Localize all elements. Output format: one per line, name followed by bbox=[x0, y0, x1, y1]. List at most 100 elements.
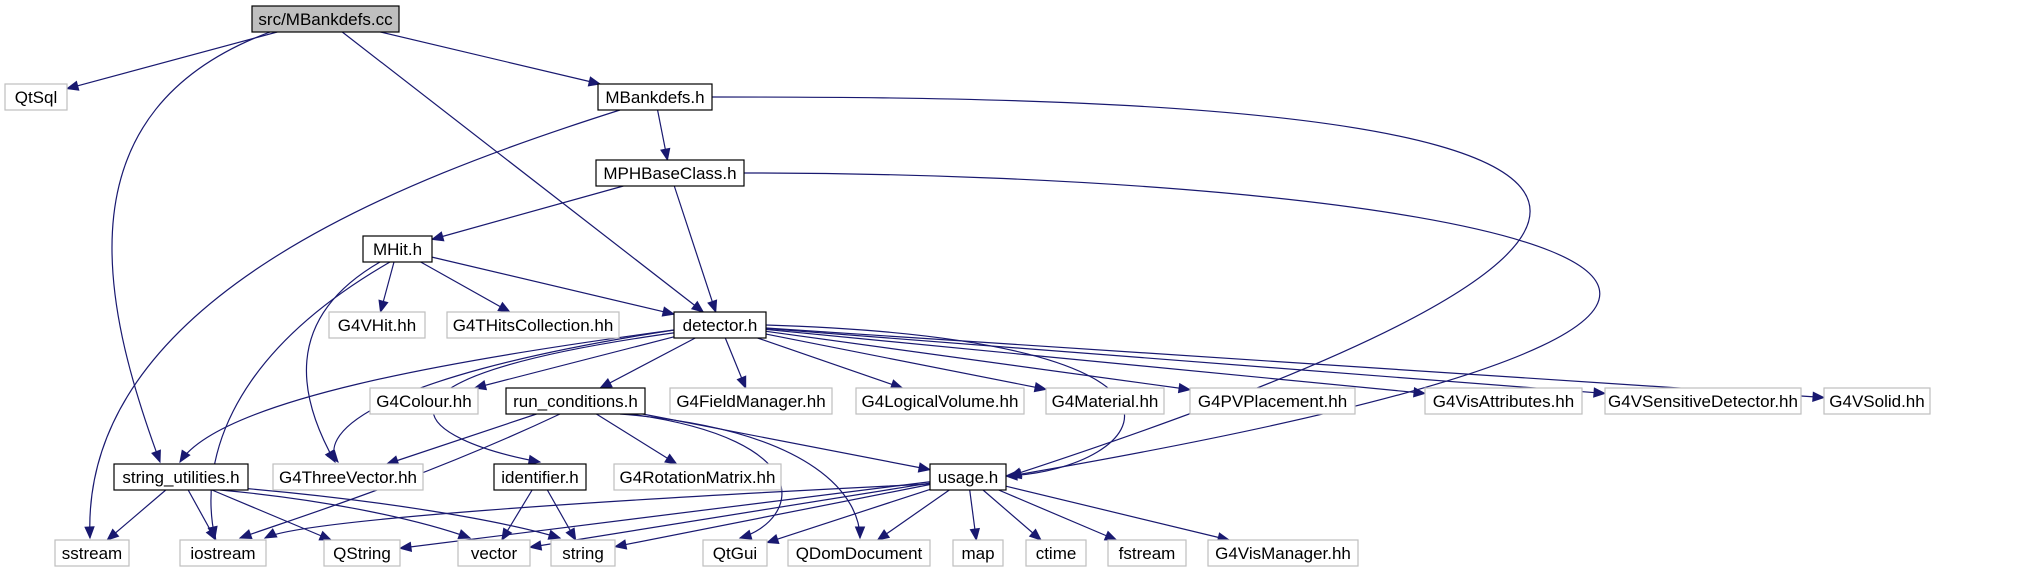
node-identifier_h[interactable]: identifier.h bbox=[493, 463, 587, 491]
edge-arrowhead bbox=[263, 528, 278, 539]
edge-arrowhead bbox=[457, 529, 472, 540]
node-box bbox=[505, 387, 646, 415]
edge-string_utilities_h-to-string bbox=[239, 487, 562, 540]
edge-line bbox=[420, 261, 511, 313]
node-label: identifier.h bbox=[501, 468, 579, 487]
edge-mphbaseclass_h-to-usage_h bbox=[743, 172, 1601, 480]
node-label: iostream bbox=[190, 544, 255, 563]
node-src_mbankdefs_cc[interactable]: src/MBankdefs.cc bbox=[251, 5, 400, 33]
node-box bbox=[54, 539, 130, 567]
node-label: G4VisManager.hh bbox=[1215, 544, 1351, 563]
edge-identifier_h-to-vector bbox=[501, 489, 533, 542]
edge-arrowhead bbox=[1004, 470, 1018, 481]
edge-line bbox=[765, 327, 1606, 395]
node-mhit_h[interactable]: MHit.h bbox=[362, 235, 433, 263]
edge-arrowhead bbox=[889, 379, 904, 390]
node-string_utilities_h[interactable]: string_utilities.h bbox=[113, 463, 249, 491]
node-box bbox=[595, 159, 745, 187]
edge-arrowhead bbox=[1413, 387, 1427, 398]
edge-line bbox=[386, 413, 537, 465]
node-sstream: sstream bbox=[54, 539, 130, 567]
node-label: G4VSensitiveDetector.hh bbox=[1608, 392, 1798, 411]
node-label: map bbox=[961, 544, 994, 563]
edge-mphbaseclass_h-to-mhit_h bbox=[430, 185, 624, 242]
node-label: string bbox=[562, 544, 604, 563]
edge-line bbox=[998, 489, 1117, 541]
node-box bbox=[702, 539, 768, 567]
node-box bbox=[669, 387, 833, 415]
edge-arrowhead bbox=[179, 449, 191, 464]
node-box bbox=[673, 311, 767, 339]
edge-usage_h-to-qtgui bbox=[765, 488, 931, 544]
edge-detector_h-to-g4material_hh bbox=[765, 333, 1048, 393]
node-box bbox=[1045, 387, 1165, 415]
edge-identifier_h-to-string bbox=[546, 489, 577, 542]
edge-line bbox=[179, 329, 675, 463]
edge-arrowhead bbox=[398, 541, 413, 553]
node-box bbox=[493, 463, 587, 491]
edge-arrowhead bbox=[1593, 387, 1607, 398]
node-label: G4VHit.hh bbox=[338, 316, 416, 335]
node-label: G4PVPlacement.hh bbox=[1198, 392, 1347, 411]
node-label: G4LogicalVolume.hh bbox=[862, 392, 1019, 411]
node-g4vsolid_hh: G4VSolid.hh bbox=[1823, 387, 1931, 415]
edge-arrowhead bbox=[65, 80, 80, 91]
edge-string_utilities_h-to-vector bbox=[219, 489, 472, 540]
edge-line bbox=[765, 333, 1047, 390]
edge-line bbox=[431, 256, 675, 315]
node-label: ctime bbox=[1036, 544, 1077, 563]
node-label: QDomDocument bbox=[796, 544, 923, 563]
node-label: MPHBaseClass.h bbox=[603, 164, 736, 183]
node-box bbox=[1424, 387, 1583, 415]
node-label: sstream bbox=[62, 544, 122, 563]
edge-arrowhead bbox=[854, 526, 866, 540]
edge-arrowhead bbox=[660, 147, 671, 162]
edge-line bbox=[341, 31, 704, 313]
node-label: G4THitsCollection.hh bbox=[453, 316, 614, 335]
node-box bbox=[1189, 387, 1356, 415]
edge-arrowhead bbox=[917, 462, 932, 473]
node-usage_h[interactable]: usage.h bbox=[929, 463, 1007, 491]
edge-arrowhead bbox=[1028, 528, 1042, 541]
node-g4fieldmanager_hh: G4FieldManager.hh bbox=[669, 387, 833, 415]
edge-arrowhead bbox=[599, 378, 613, 389]
edge-src_mbankdefs_cc-to-string_utilities_h bbox=[111, 31, 271, 464]
node-box bbox=[328, 311, 426, 339]
edge-line bbox=[66, 31, 278, 90]
edge-line bbox=[765, 328, 1426, 394]
node-detector_h[interactable]: detector.h bbox=[673, 311, 767, 339]
edge-line bbox=[766, 488, 931, 544]
node-box bbox=[457, 539, 531, 567]
edge-line bbox=[743, 172, 1601, 477]
edge-line bbox=[596, 413, 677, 465]
node-g4visattributes_hh: G4VisAttributes.hh bbox=[1424, 387, 1583, 415]
node-mbankdefs_h[interactable]: MBankdefs.h bbox=[597, 83, 713, 111]
node-label: fstream bbox=[1119, 544, 1176, 563]
node-label: G4VSolid.hh bbox=[1829, 392, 1924, 411]
edge-arrowhead bbox=[661, 306, 676, 317]
edge-line bbox=[599, 337, 696, 389]
edge-line bbox=[431, 185, 624, 240]
edge-line bbox=[399, 481, 931, 549]
edge-run_conditions_h-to-iostream bbox=[238, 413, 561, 540]
edge-mbankdefs_h-to-usage_h bbox=[711, 96, 1531, 478]
edge-line bbox=[89, 109, 621, 539]
edge-run_conditions_h-to-qdomdocument bbox=[619, 413, 866, 540]
edge-mbankdefs_h-to-sstream bbox=[84, 109, 621, 540]
edge-arrowhead bbox=[765, 534, 780, 544]
edge-arrowhead bbox=[1033, 381, 1048, 393]
edge-mhit_h-to-g4thitscollection_hh bbox=[420, 261, 511, 313]
node-mphbaseclass_h[interactable]: MPHBaseClass.h bbox=[595, 159, 745, 187]
edge-arrowhead bbox=[613, 539, 628, 550]
node-run_conditions_h[interactable]: run_conditions.h bbox=[505, 387, 646, 415]
node-g4vhit_hh: G4VHit.hh bbox=[328, 311, 426, 339]
node-box bbox=[787, 539, 931, 567]
edge-line bbox=[711, 96, 1531, 477]
edge-line bbox=[877, 489, 950, 541]
edge-arrowhead bbox=[736, 375, 747, 390]
edge-detector_h-to-g4visattributes_hh bbox=[765, 328, 1427, 398]
edge-arrowhead bbox=[238, 529, 253, 540]
node-g4colour_hh: G4Colour.hh bbox=[369, 387, 479, 415]
edge-usage_h-to-fstream bbox=[998, 489, 1118, 541]
node-qtsql: QtSql bbox=[4, 83, 68, 111]
